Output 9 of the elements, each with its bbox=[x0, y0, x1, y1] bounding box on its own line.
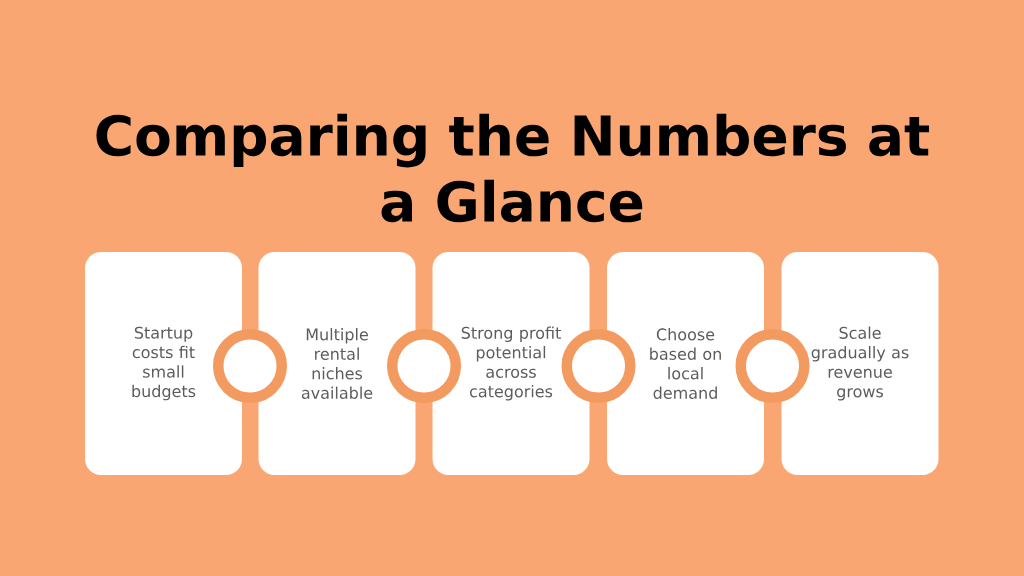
ring bbox=[213, 329, 287, 403]
text-card: Startup costs fit small budgets bbox=[85, 252, 242, 475]
text-card: Scale gradually as revenue grows bbox=[781, 252, 939, 475]
title: Comparing the Numbers at a Glance bbox=[96, 113, 930, 223]
ring bbox=[561, 329, 636, 403]
text-card: Strong profit potential across categories bbox=[432, 252, 590, 475]
ring bbox=[387, 329, 461, 403]
ring bbox=[735, 329, 810, 403]
text-card: Choose based on local demand bbox=[607, 252, 764, 475]
